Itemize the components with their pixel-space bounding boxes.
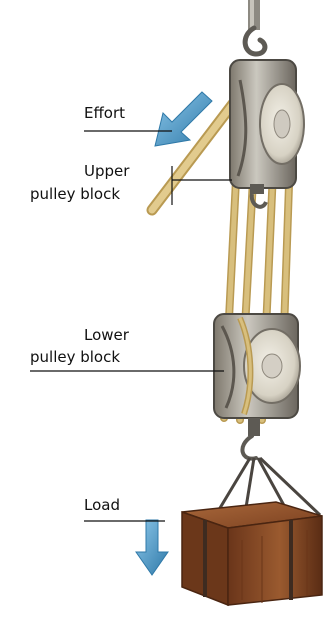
load-label-group: Load <box>84 496 165 521</box>
lower-pulley-block <box>214 314 300 459</box>
effort-label: Effort <box>84 104 125 122</box>
upper-pulley-label-group: Upper pulley block <box>30 162 232 205</box>
load-label: Load <box>84 496 120 514</box>
load-arrow-icon <box>136 520 168 575</box>
lower-pulley-label-line2: pulley block <box>30 348 120 366</box>
upper-pulley-block <box>230 60 304 207</box>
upper-pulley-label-line2: pulley block <box>30 185 120 203</box>
lower-pulley-label-group: Lower pulley block <box>30 326 224 371</box>
top-hook <box>245 0 265 54</box>
load-crate <box>182 502 322 605</box>
upper-pulley-label-line1: Upper <box>84 162 130 180</box>
lower-pulley-label-line1: Lower <box>84 326 130 344</box>
effort-label-group: Effort <box>84 104 172 131</box>
